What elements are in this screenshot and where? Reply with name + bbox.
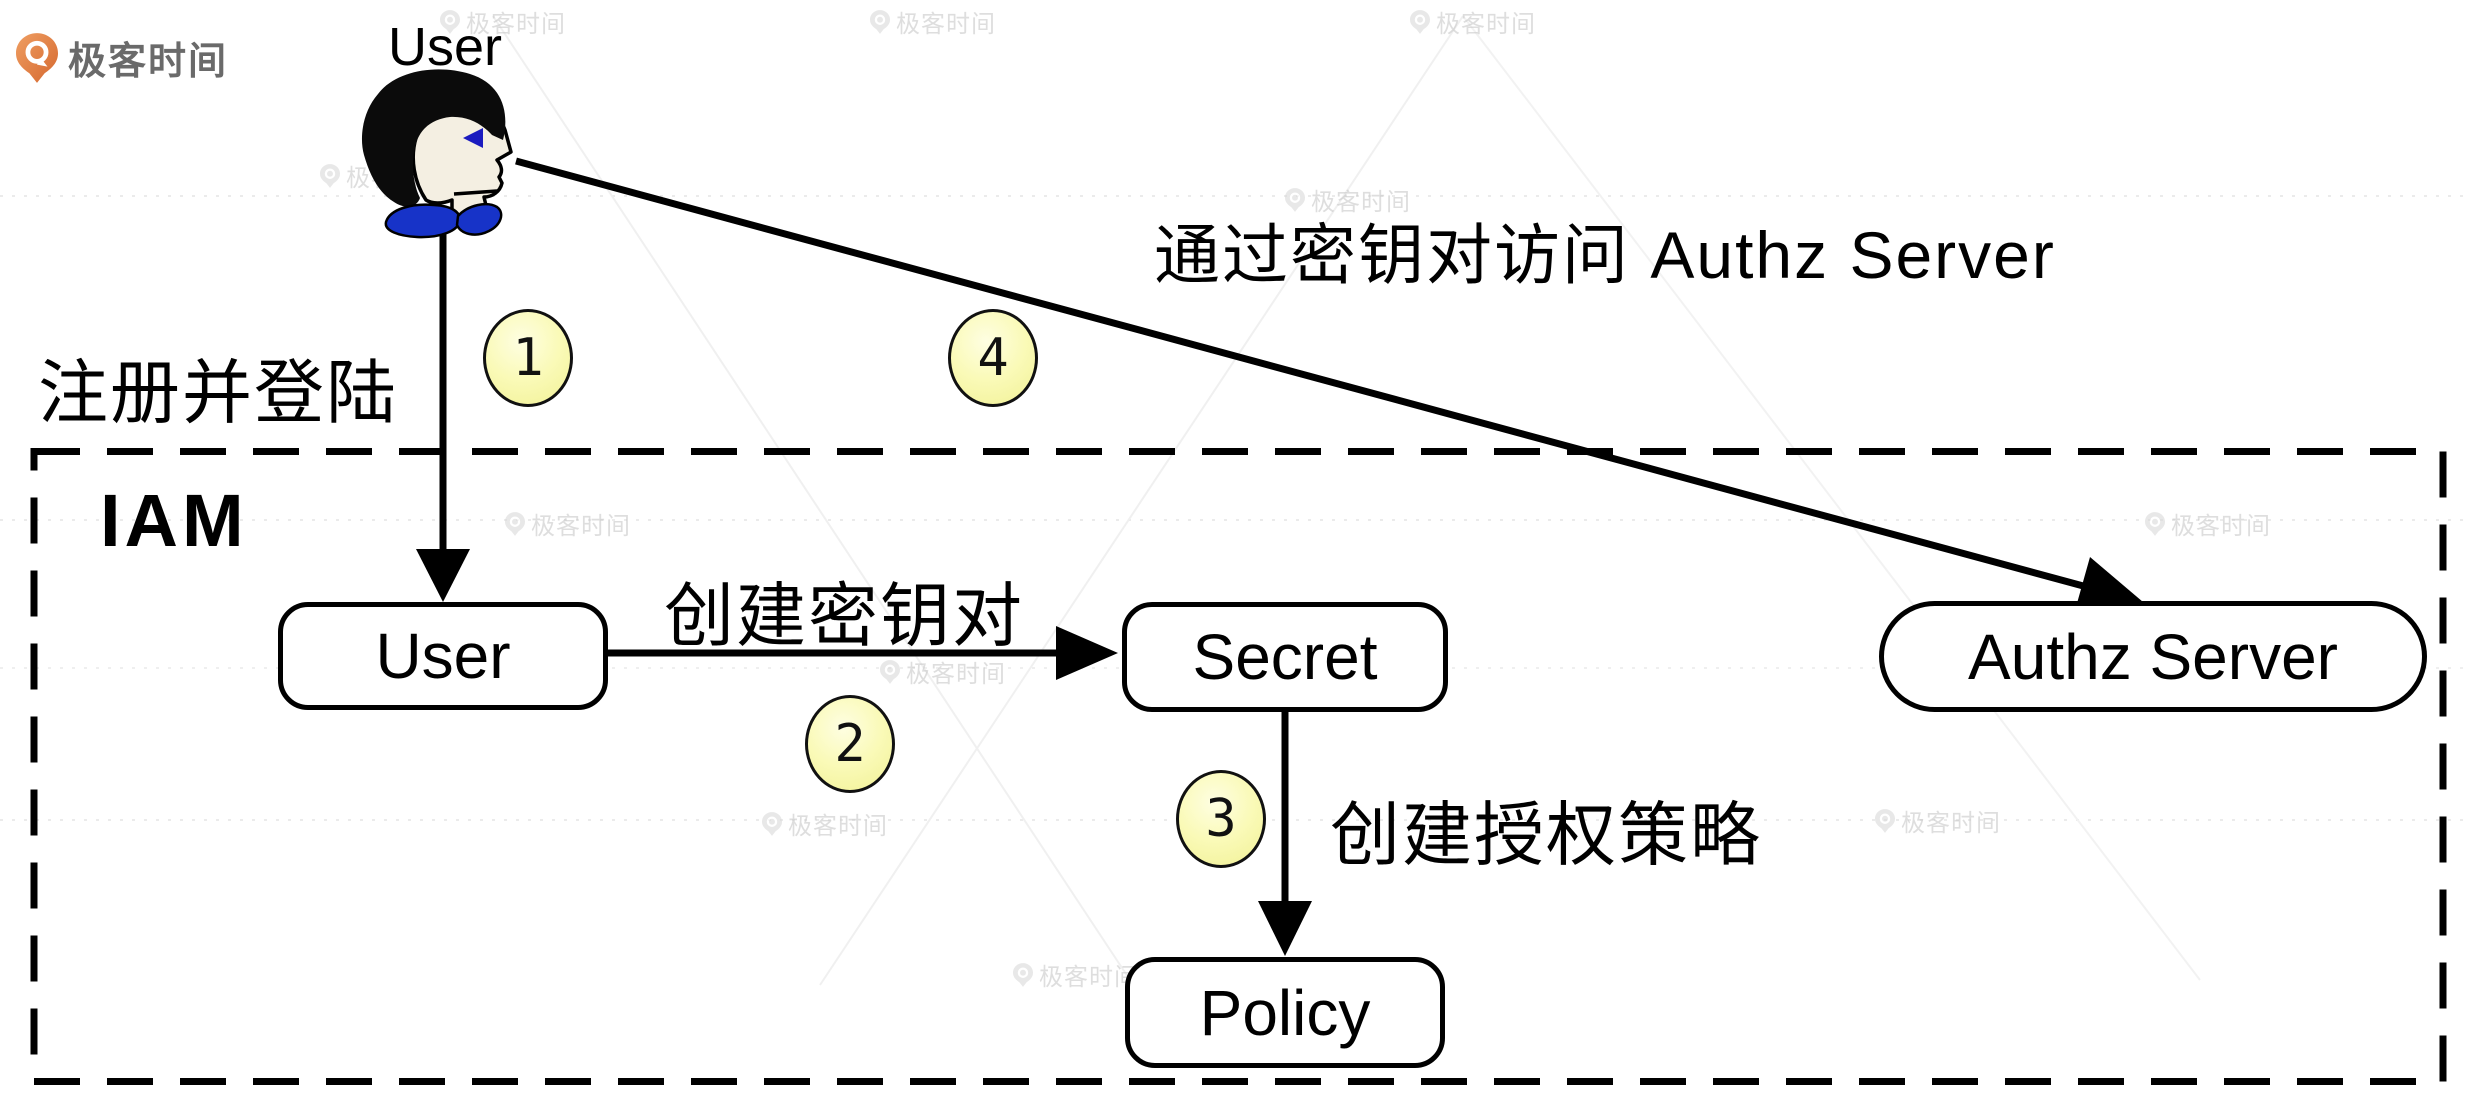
arrow-create-policy (1258, 712, 1312, 956)
watermark-pin-icon (505, 511, 525, 536)
arrow-create-key (608, 626, 1118, 680)
actor-title: User (388, 17, 503, 77)
step-badge-4-number: 4 (977, 328, 1009, 388)
label-access: 通过密钥对访问 Authz Server (1154, 218, 2056, 292)
watermark-text: 极客时间 (1901, 810, 2001, 837)
node-user: User (278, 602, 608, 710)
iam-label: IAM (100, 479, 248, 562)
node-policy: Policy (1125, 957, 1445, 1068)
watermark-pin-icon (440, 9, 460, 34)
step-badge-3-number: 3 (1205, 789, 1237, 849)
watermark: 极客时间 (1013, 957, 1139, 992)
step-badge-1-number: 1 (512, 328, 544, 388)
iam-dashed-box (30, 448, 2447, 1085)
label-register: 注册并登陆 (38, 354, 398, 432)
node-secret: Secret (1122, 602, 1448, 712)
watermark: 极客时间 (762, 806, 888, 841)
watermark-pin-icon (320, 163, 340, 188)
step-badge-3: 3 (1176, 770, 1266, 868)
watermark-text: 极客时间 (1436, 11, 1536, 38)
node-authz-server: Authz Server (1879, 601, 2427, 712)
watermark-text: 极客时间 (896, 11, 996, 38)
label-create-policy: 创建授权策略 (1330, 796, 1762, 874)
logo-pin-icon (16, 32, 58, 83)
watermark-pin-icon (2145, 511, 2165, 536)
watermark-text: 极客时间 (788, 813, 888, 840)
watermark-pin-icon (1875, 808, 1895, 833)
watermark-pin-icon (1013, 962, 1033, 987)
watermark: 极客时间 (1285, 182, 1411, 217)
watermark-text: 极客时间 (2171, 513, 2271, 540)
watermark-pin-icon (1285, 187, 1305, 212)
watermark-text: 极客时间 (1039, 964, 1139, 991)
watermark: 极客时间 (440, 4, 566, 39)
step-badge-4: 4 (948, 309, 1038, 407)
watermark-text: 极客时间 (531, 513, 631, 540)
node-secret-label: Secret (1192, 621, 1378, 693)
arrow-access (515, 157, 2143, 614)
watermark: 极客时间 (2145, 506, 2271, 541)
watermark-text: 极客时间 (466, 11, 566, 38)
watermark: 极客时间 (505, 506, 631, 541)
step-badge-2-number: 2 (834, 714, 866, 774)
logo-text: 极客时间 (68, 41, 229, 83)
watermark-pin-icon (762, 811, 782, 836)
actor-figure (361, 69, 513, 239)
node-policy-label: Policy (1199, 976, 1371, 1049)
brand-logo: 极客时间 (16, 30, 228, 85)
watermark: 极客时间 (870, 4, 996, 39)
step-badge-2: 2 (805, 695, 895, 793)
step-badge-1: 1 (483, 309, 573, 407)
label-create-key: 创建密钥对 (664, 577, 1024, 655)
watermark-pin-icon (1410, 9, 1430, 34)
watermark-pin-icon (880, 659, 900, 684)
arrow-register (416, 232, 470, 602)
watermark: 极客时间 (1410, 4, 1536, 39)
watermark-text: 极客时间 (1311, 189, 1411, 216)
watermark: 极客时间 (1875, 803, 2001, 838)
node-authz-server-label: Authz Server (1968, 620, 2338, 693)
watermark: 极客时间 (880, 654, 1006, 689)
watermark-text: 极客时间 (906, 661, 1006, 688)
eye-icon (463, 128, 483, 148)
node-user-label: User (375, 620, 511, 692)
watermark-pin-icon (870, 9, 890, 34)
